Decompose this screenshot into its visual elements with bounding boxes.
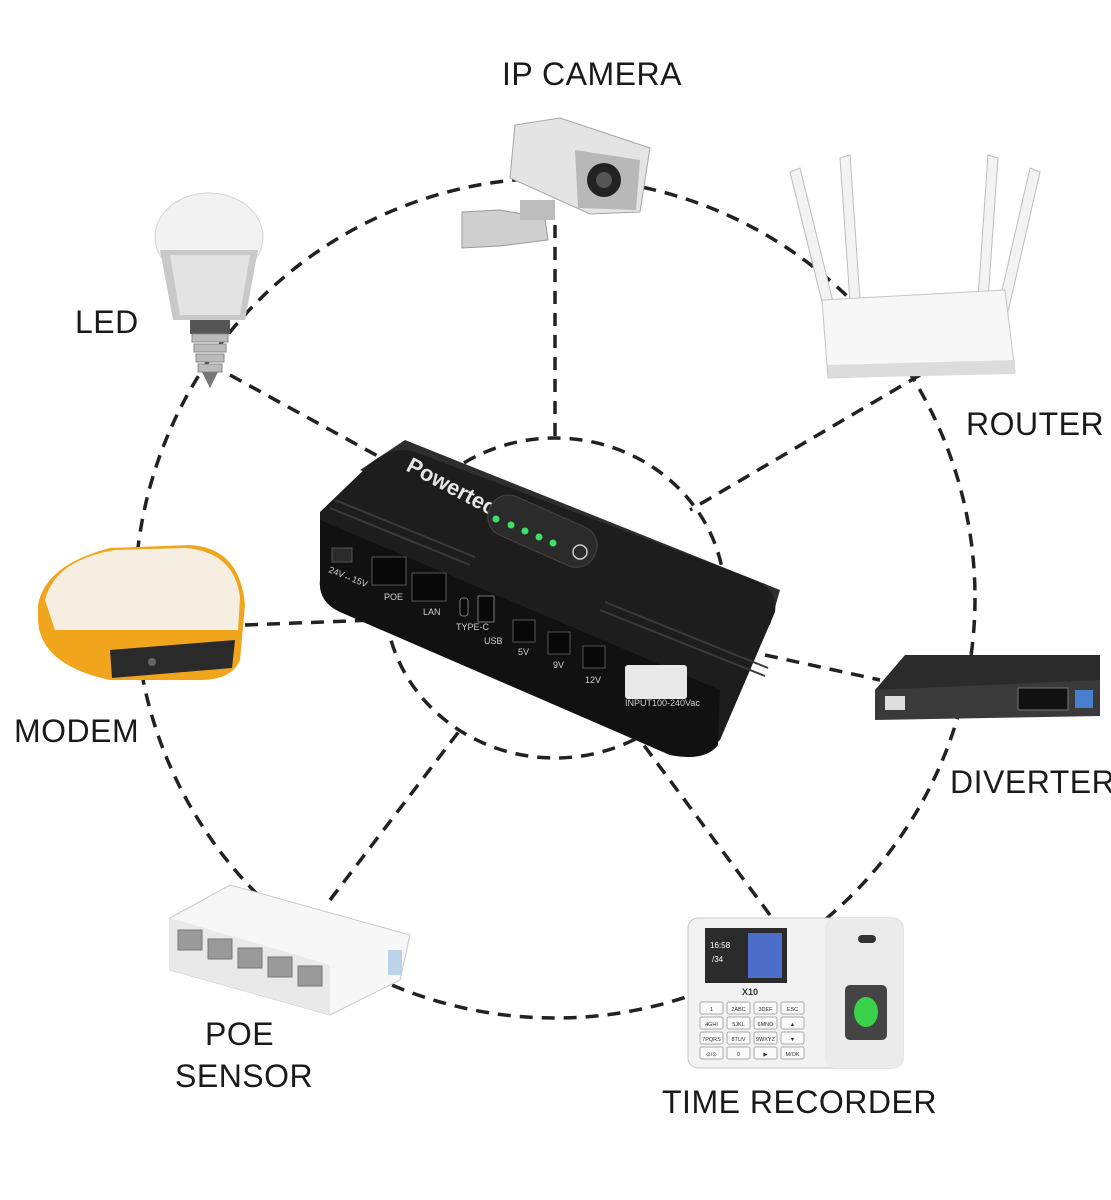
dc-5v-port[interactable]: [512, 619, 536, 643]
modem: [38, 545, 245, 680]
keypad-key-label: 3DEF: [758, 1007, 773, 1013]
keypad-key[interactable]: [780, 1031, 805, 1045]
keypad-key-label: 6MNO: [758, 1022, 775, 1028]
keypad-key-label: ▲: [790, 1022, 795, 1028]
keypad-key[interactable]: [753, 1046, 778, 1060]
recorder-model: X10: [742, 987, 758, 997]
dc-9v-label: 9V: [553, 660, 564, 670]
keypad-key-label: ⊙/⊙: [706, 1052, 717, 1058]
keypad-key[interactable]: [780, 1046, 805, 1060]
keypad-key-label: 9WXYZ: [756, 1037, 776, 1043]
keypad-key-label: 1: [710, 1007, 713, 1013]
keypad: 1 2ABC 3DEF ESC 4GHI 5JKL 6MNO ▲ 7PQRS 8TUV 9WXYZ ▼…: [699, 1001, 805, 1060]
poe-port[interactable]: [371, 556, 407, 586]
keypad-key-label: ▼: [790, 1037, 795, 1043]
type-c-port-label: TYPE-C: [456, 622, 490, 632]
modem-label: MODEM: [14, 713, 139, 749]
dc-12v-label: 12V: [585, 675, 601, 685]
type-c-port[interactable]: [459, 597, 469, 617]
recorder-screen-time: 16:58: [710, 941, 731, 950]
usb-port-label: USB: [484, 636, 503, 646]
keypad-key-label: ESC: [787, 1007, 798, 1013]
status-led: [549, 539, 557, 547]
ac-input-label: INPUT100-240Vac: [625, 698, 700, 708]
spoke-time-recorder: [638, 738, 772, 917]
keypad-key[interactable]: [726, 1046, 751, 1060]
keypad-key[interactable]: [699, 1001, 724, 1015]
poe-sensor-label-line1: POE: [205, 1016, 274, 1052]
keypad-key-label: 7PQRS: [702, 1037, 721, 1043]
keypad-key[interactable]: [699, 1016, 724, 1030]
poe-sensor: [169, 884, 411, 1016]
led-label: LED: [75, 304, 139, 340]
ip-camera: [461, 117, 651, 249]
keypad-key-label: 4GHI: [705, 1022, 718, 1028]
keypad-key[interactable]: [699, 1046, 724, 1060]
diverter-label: DIVERTER: [950, 764, 1111, 800]
diverter: [875, 655, 1100, 720]
status-led: [521, 527, 529, 535]
keypad-key[interactable]: [753, 1031, 778, 1045]
keypad-key-label: 8TUV: [731, 1037, 745, 1043]
time-recorder: 16:58 /34 X10 1 2ABC 3DEF ESC 4GHI 5JKL 6MNO ▲ 7…: [687, 917, 904, 1069]
usb-port[interactable]: [477, 595, 495, 623]
ip-camera-label: IP CAMERA: [502, 56, 682, 92]
voltage-switch[interactable]: [331, 547, 353, 563]
dc-12v-port[interactable]: [582, 645, 606, 669]
router: [789, 154, 1041, 379]
keypad-key[interactable]: [726, 1016, 751, 1030]
keypad-key[interactable]: [753, 1016, 778, 1030]
lan-port[interactable]: [411, 572, 447, 602]
status-led: [535, 533, 543, 541]
keypad-key[interactable]: [726, 1001, 751, 1015]
status-led-panel: [487, 494, 598, 568]
spoke-poe-sensor: [328, 728, 462, 902]
dc-9v-port[interactable]: [547, 631, 571, 655]
keypad-key[interactable]: [753, 1001, 778, 1015]
status-led: [492, 515, 500, 523]
spoke-diverter: [764, 653, 881, 682]
outer-connection-ring: [133, 176, 977, 1020]
router-label: ROUTER: [966, 406, 1104, 442]
keypad-key-label: ▶: [763, 1052, 768, 1058]
keypad-key-label: M/OK: [785, 1052, 799, 1058]
power-button-icon[interactable]: [572, 544, 588, 560]
status-leds: [492, 515, 557, 547]
poe-sensor-label-line2: SENSOR: [175, 1058, 313, 1094]
keypad-key[interactable]: [699, 1031, 724, 1045]
poe-port-label: POE: [384, 592, 403, 602]
keypad-key-label: 5JKL: [732, 1022, 745, 1028]
led-bulb: [154, 192, 264, 388]
keypad-key[interactable]: [780, 1001, 805, 1015]
status-led: [507, 521, 515, 529]
time-recorder-label: TIME RECORDER: [662, 1084, 937, 1120]
keypad-key[interactable]: [726, 1031, 751, 1045]
keypad-key-label: 0: [737, 1052, 740, 1058]
spoke-modem: [244, 618, 376, 627]
recorder-screen-sub: /34: [712, 955, 724, 964]
dc-5v-label: 5V: [518, 647, 529, 657]
keypad-key-label: 2ABC: [731, 1007, 745, 1013]
spoke-led: [229, 373, 386, 462]
central-power-device: Powertech 24V↔15V POE LAN TYPE-C USB 5V …: [319, 440, 780, 758]
keypad-key[interactable]: [780, 1016, 805, 1030]
ac-input-socket[interactable]: [625, 665, 687, 699]
lan-port-label: LAN: [423, 607, 441, 617]
spoke-router: [689, 373, 921, 512]
